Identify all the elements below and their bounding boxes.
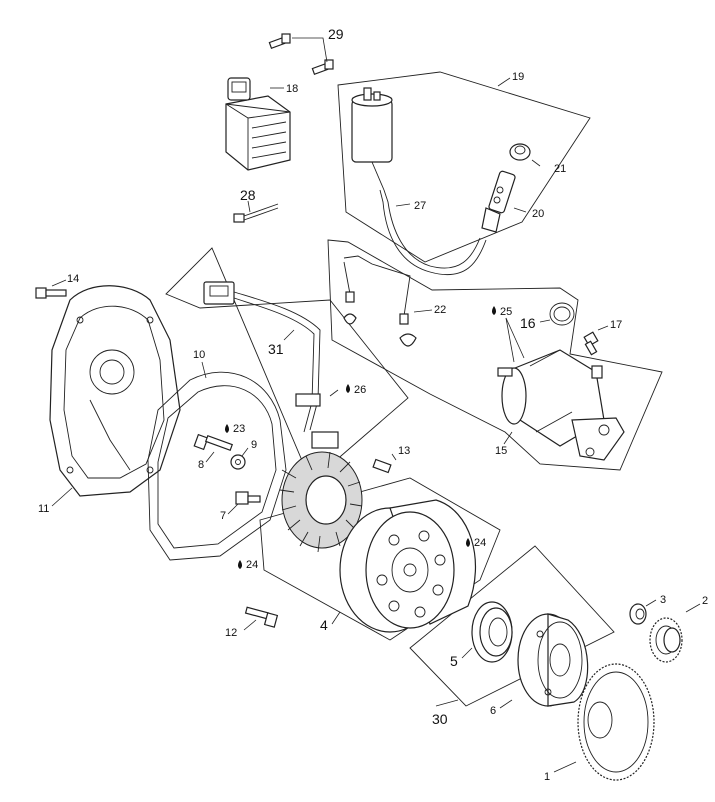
stator-31 (203, 281, 363, 553)
group-outline-4 (259, 477, 501, 641)
label-part-10: 10 (193, 349, 205, 361)
screw-14 (35, 287, 67, 299)
bolt-7 (235, 491, 261, 505)
label-part-24b: 24 (246, 559, 258, 571)
bearing-5 (471, 601, 513, 663)
drop-icon (225, 306, 496, 569)
label-part-23: 23 (233, 423, 245, 435)
washer-9 (230, 454, 246, 470)
label-part-7: 7 (220, 510, 226, 522)
ecu-module-18 (225, 77, 291, 171)
o-ring-16 (549, 302, 575, 326)
label-part-8: 8 (198, 459, 204, 471)
group-outline-30 (409, 545, 615, 707)
label-part-28: 28 (240, 187, 256, 203)
group-outline-19 (337, 71, 591, 263)
label-part-29: 29 (328, 26, 344, 42)
ht-lead-27 (379, 189, 487, 276)
gasket-10 (147, 371, 287, 561)
label-part-11: 11 (38, 503, 49, 515)
magneto-cover-11 (49, 285, 181, 497)
label-part-9: 9 (251, 439, 257, 451)
label-part-14: 14 (67, 273, 79, 285)
label-part-2: 2 (702, 595, 708, 607)
washer-3 (629, 603, 647, 625)
group-outline-22-25 (327, 239, 663, 471)
label-part-27: 27 (414, 200, 426, 212)
spark-plug-cap-20 (481, 170, 516, 233)
label-part-12: 12 (225, 627, 237, 639)
label-part-20: 20 (532, 208, 544, 220)
bolt-8 (193, 433, 234, 452)
label-part-16: 16 (520, 315, 536, 331)
gear-2 (649, 617, 683, 663)
screw-29-b (311, 59, 334, 75)
label-part-31: 31 (268, 341, 284, 357)
label-part-24a: 24 (474, 537, 486, 549)
label-part-13: 13 (398, 445, 410, 457)
label-part-15: 15 (495, 445, 507, 457)
label-part-19: 19 (512, 71, 524, 83)
label-part-22: 22 (434, 304, 446, 316)
label-part-18: 18 (286, 83, 298, 95)
screw-17 (583, 331, 599, 356)
flywheel-4 (339, 499, 476, 633)
label-part-1: 1 (544, 771, 550, 783)
starter-motor-25 (497, 349, 625, 461)
screw-29-a (268, 33, 291, 49)
label-part-26: 26 (354, 384, 366, 396)
starter-clutch-6 (517, 613, 589, 707)
bolt-12 (244, 606, 279, 628)
ring-gear-1 (577, 663, 655, 781)
label-part-17: 17 (610, 319, 622, 331)
label-part-6: 6 (490, 705, 496, 717)
screw-13 (372, 458, 392, 474)
label-part-5: 5 (450, 653, 458, 669)
rubber-boot-21 (509, 143, 531, 161)
label-part-30: 30 (432, 711, 448, 727)
ignition-coil-19 (351, 87, 393, 191)
ground-wire-22 (343, 255, 417, 347)
label-part-3: 3 (660, 594, 666, 606)
label-part-21: 21 (554, 163, 566, 175)
label-part-4: 4 (320, 617, 328, 633)
label-part-25: 25 (500, 306, 512, 318)
cable-tie-28 (233, 203, 279, 223)
